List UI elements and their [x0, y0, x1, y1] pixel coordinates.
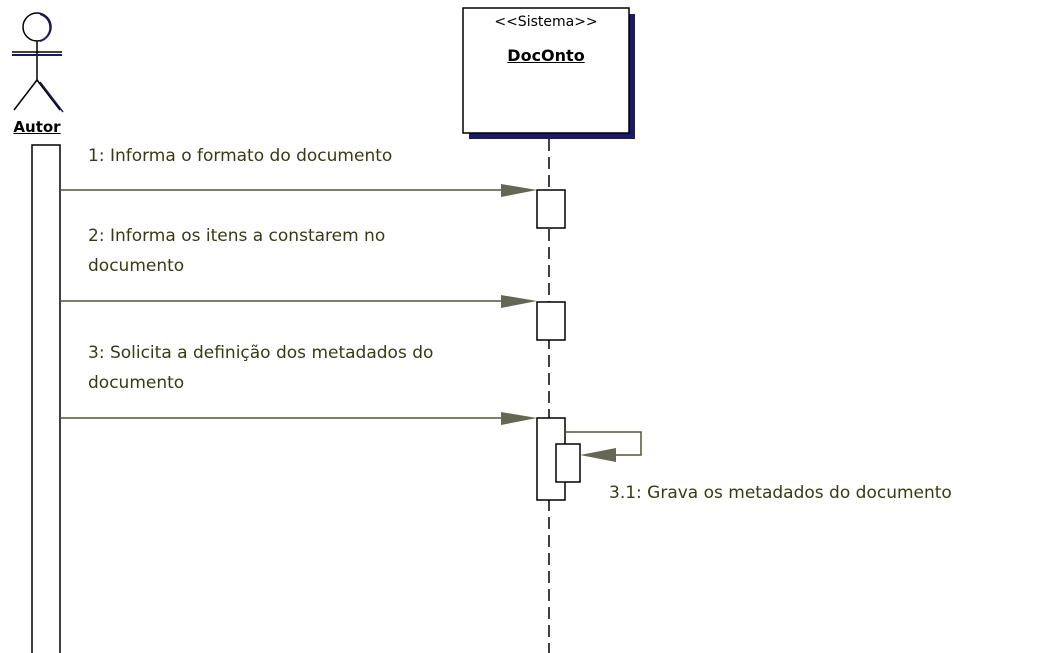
message-3-1-label: 3.1: Grava os metadados do documento — [609, 483, 952, 503]
actor-left-leg — [13, 79, 38, 111]
message-arrow-2 — [60, 295, 537, 308]
activation-box-3-1 — [555, 443, 581, 483]
message-3-label-line1: 3: Solicita a definição dos metadados do — [88, 343, 434, 363]
message-2-label-line1: 2: Informa os itens a constarem no — [88, 226, 386, 246]
message-2-label-line2: documento — [88, 256, 185, 276]
activation-box-1 — [536, 189, 566, 229]
actor-right-leg — [36, 79, 61, 111]
actor-activation-bar — [31, 144, 61, 653]
actor-figure — [12, 12, 64, 113]
system-box — [462, 7, 630, 134]
system-name: DocOnto — [507, 46, 585, 65]
message-arrow-3 — [60, 412, 537, 425]
message-1-label: 1: Informa o formato do documento — [88, 146, 393, 166]
message-3-label-line2: documento — [88, 373, 185, 393]
self-message-arrow-3-1 — [565, 431, 642, 462]
system-stereotype: <<Sistema>> — [494, 14, 598, 30]
message-arrow-1 — [60, 184, 537, 197]
actor-label: Autor — [13, 118, 61, 136]
activation-box-2 — [536, 301, 566, 341]
